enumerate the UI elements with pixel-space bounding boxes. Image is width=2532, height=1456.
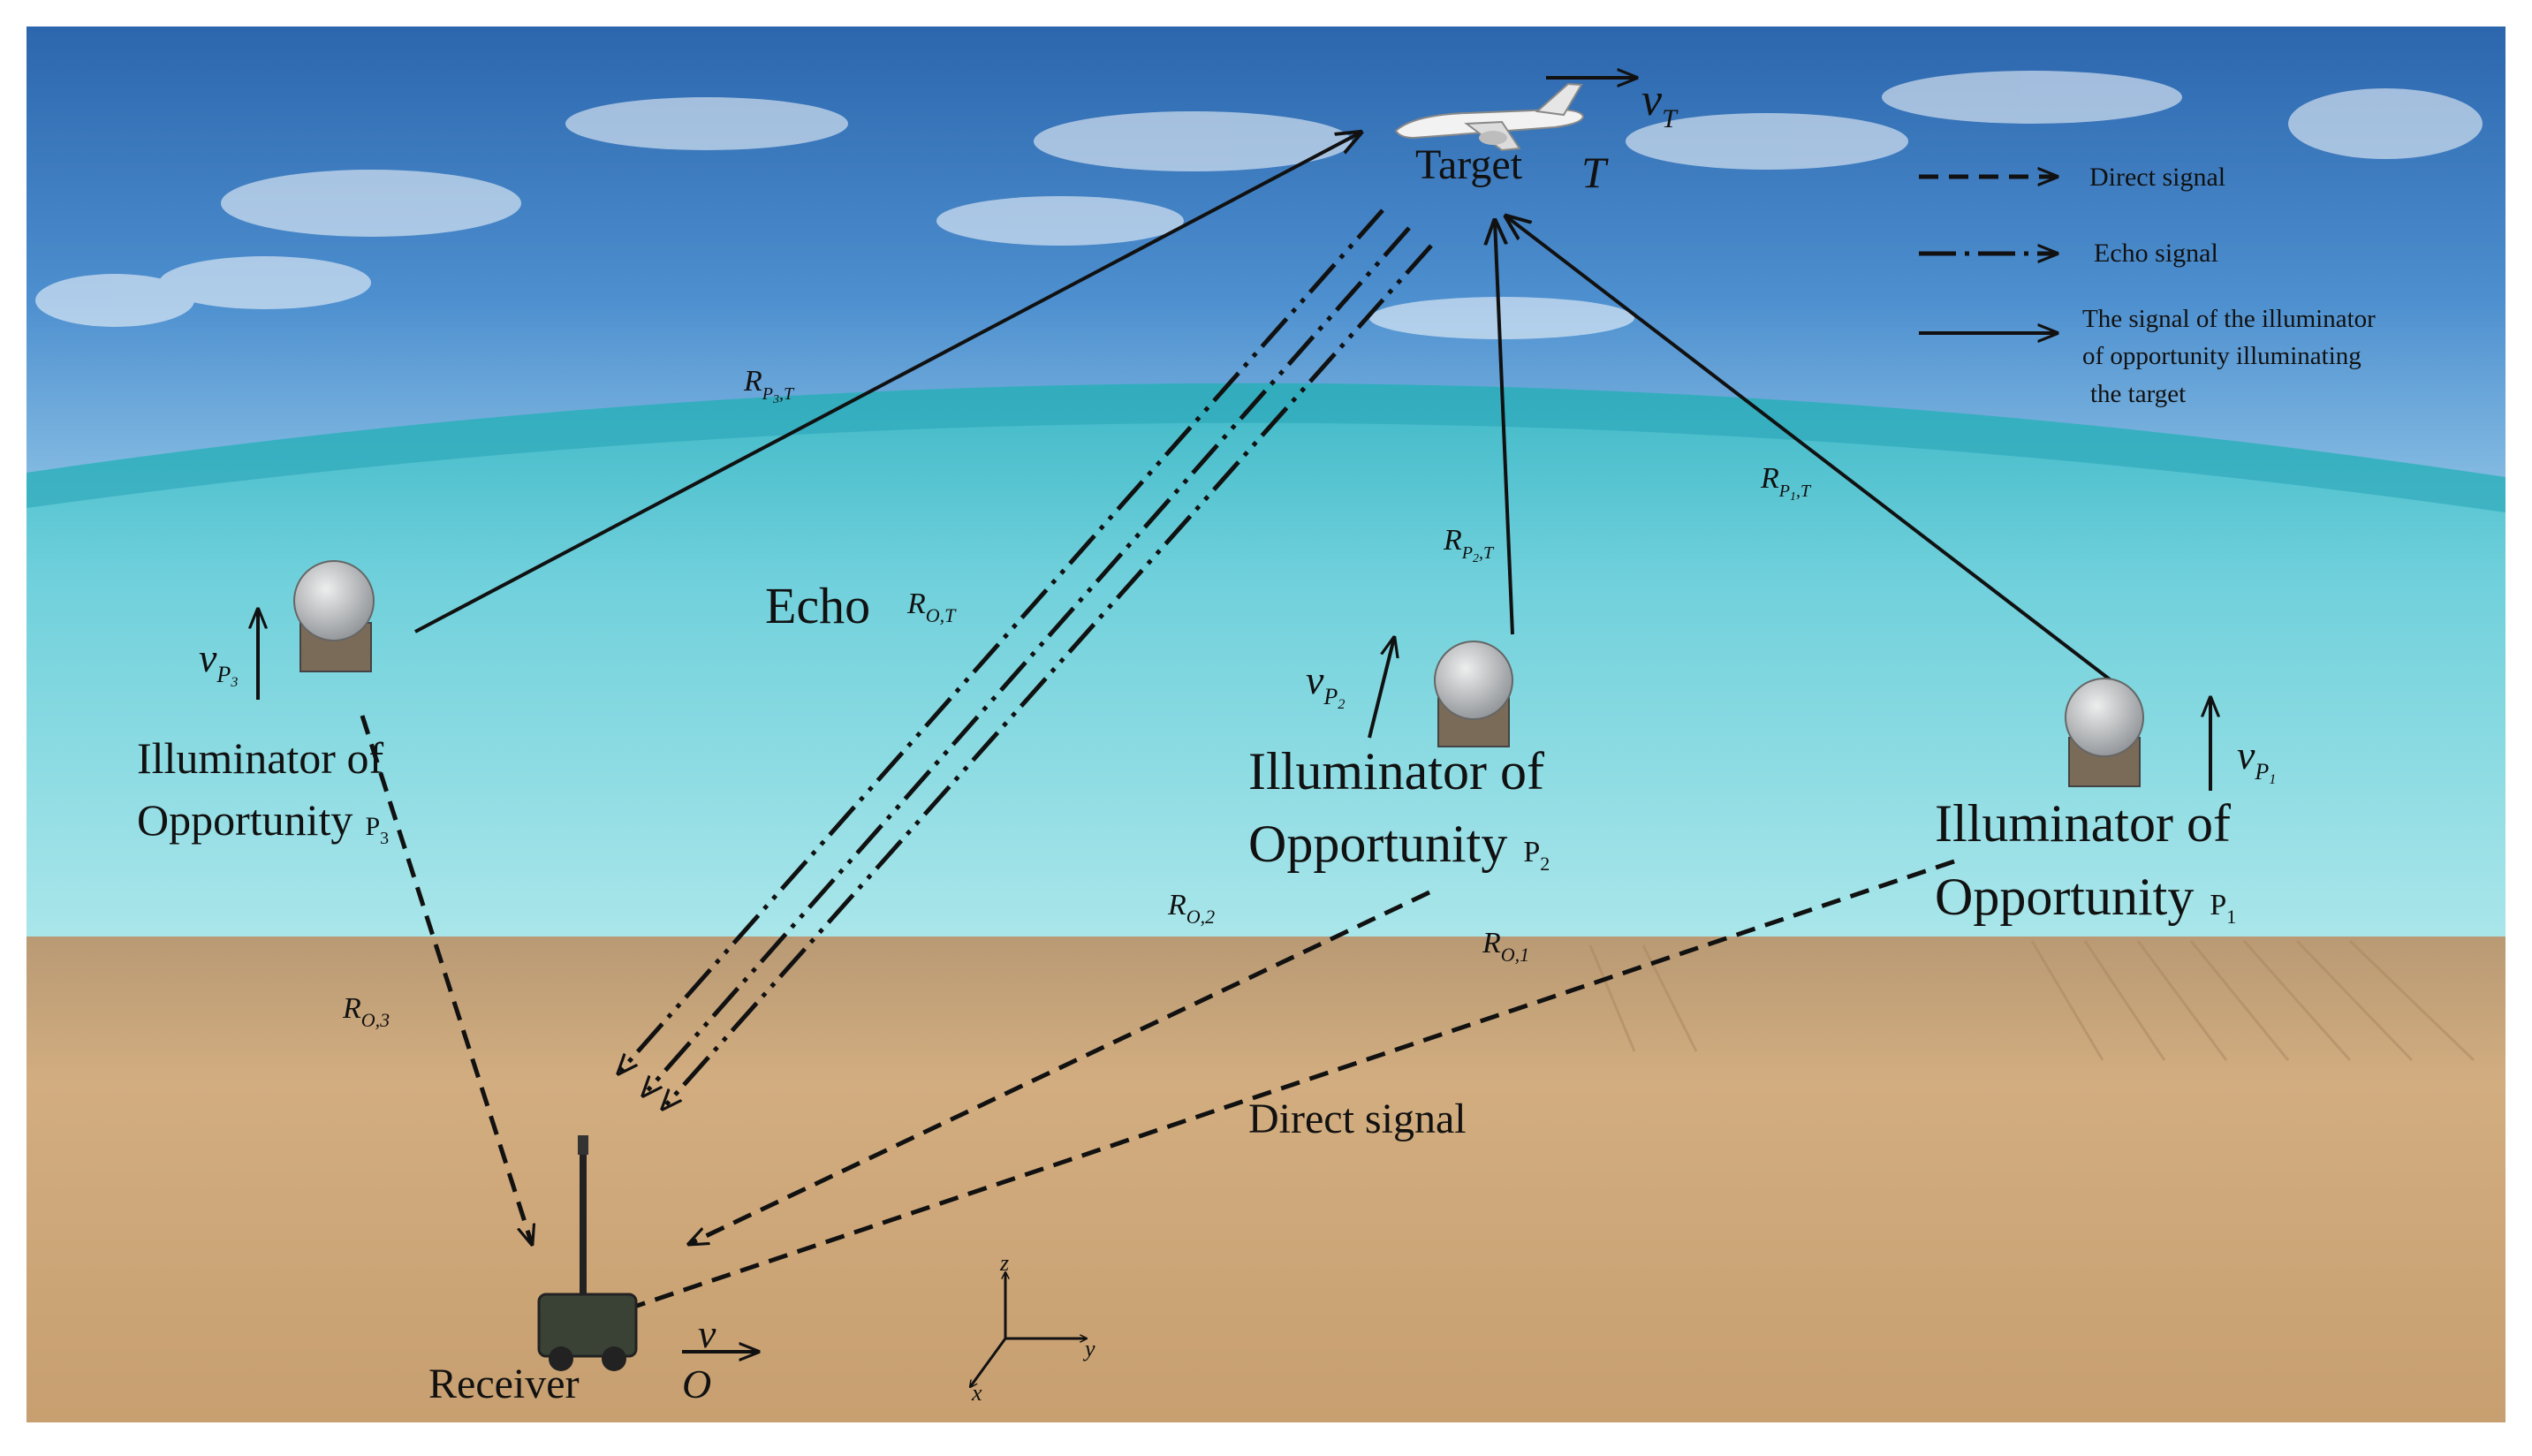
clouds (35, 71, 2483, 339)
echo-line-2 (643, 226, 1411, 1096)
receiver-symbol: O (682, 1361, 711, 1407)
range-p1-t: RP1,T (1760, 462, 1812, 504)
target-name: Target (1415, 141, 1523, 188)
illuminator-p2-icon (1434, 641, 1513, 747)
legend-illum-label-3: the target (2090, 380, 2186, 408)
range-o2: RO,2 (1167, 889, 1215, 928)
range-p2-t: RP2,T (1443, 524, 1495, 565)
sea (27, 383, 2505, 937)
illumination-lines (414, 133, 2115, 684)
legend: Direct signal Echo signal The signal of … (1919, 163, 2376, 408)
illuminator-p1-line1: Illuminator of (1935, 794, 2231, 853)
receiver-vehicle-icon (537, 1135, 638, 1371)
illuminator-p3-velocity: vP3 (199, 635, 238, 690)
target-labels: Target T vT (1415, 75, 1679, 197)
target-symbol: T (1581, 148, 1609, 197)
range-o1: RO,1 (1482, 927, 1529, 966)
illuminator-p3-icon (293, 560, 375, 672)
velocity-arrows (258, 78, 2210, 1352)
target-velocity: vT (1641, 75, 1679, 133)
axis-y-label: y (1082, 1336, 1095, 1361)
illum-line-p3 (414, 133, 1361, 633)
legend-direct-label: Direct signal (2089, 163, 2225, 192)
illuminator-p1-velocity: vP1 (2237, 732, 2276, 787)
field (27, 937, 2505, 1422)
direct-lines (360, 715, 1955, 1310)
direct-signal-label: Direct signal (1248, 1096, 1467, 1142)
direct-line-p2 (689, 890, 1431, 1244)
receiver-velocity: v (698, 1311, 716, 1356)
p2-velocity-arrow (1368, 638, 1394, 739)
axis-z-label: z (999, 1250, 1009, 1276)
illuminator-p1-icon (2065, 678, 2144, 787)
echo-line-3 (663, 244, 1433, 1109)
echo-label: Echo (765, 577, 870, 634)
receiver-name: Receiver (428, 1361, 580, 1407)
illum-line-p2 (1495, 221, 1514, 635)
airplane-icon (1394, 82, 1585, 152)
coordinate-axes (970, 1272, 1087, 1387)
range-p3-t: RP3,T (743, 365, 795, 406)
illuminator-p2-velocity: vP2 (1306, 657, 1345, 712)
range-labels: RP3,T RP2,T RP1,T RO,T RO,3 RO,2 RO,1 (342, 365, 1812, 1031)
echo-lines (618, 209, 1433, 1109)
echo-line-1 (618, 209, 1384, 1073)
range-o-t: RO,T (906, 588, 957, 626)
range-o3: RO,3 (342, 992, 390, 1031)
illuminator-p3-line1: Illuminator of (137, 733, 383, 783)
axis-labels: z y x (971, 1250, 1095, 1406)
sea-horizon-shade (27, 383, 2505, 512)
legend-illum-label-2: of opportunity illuminating (2082, 342, 2361, 370)
background (27, 27, 2505, 1422)
axis-x-label: x (971, 1380, 982, 1406)
legend-illum-label-1: The signal of the illuminator (2082, 305, 2376, 333)
receiver-labels: Receiver v O (428, 1311, 716, 1407)
illuminator-p2-line1: Illuminator of (1248, 742, 1544, 800)
field-rows (1588, 939, 2475, 1062)
illum-line-p1 (1506, 216, 2115, 684)
legend-echo-label: Echo signal (2094, 239, 2218, 268)
direct-line-p1 (631, 859, 1955, 1310)
direct-line-p3 (360, 715, 532, 1244)
